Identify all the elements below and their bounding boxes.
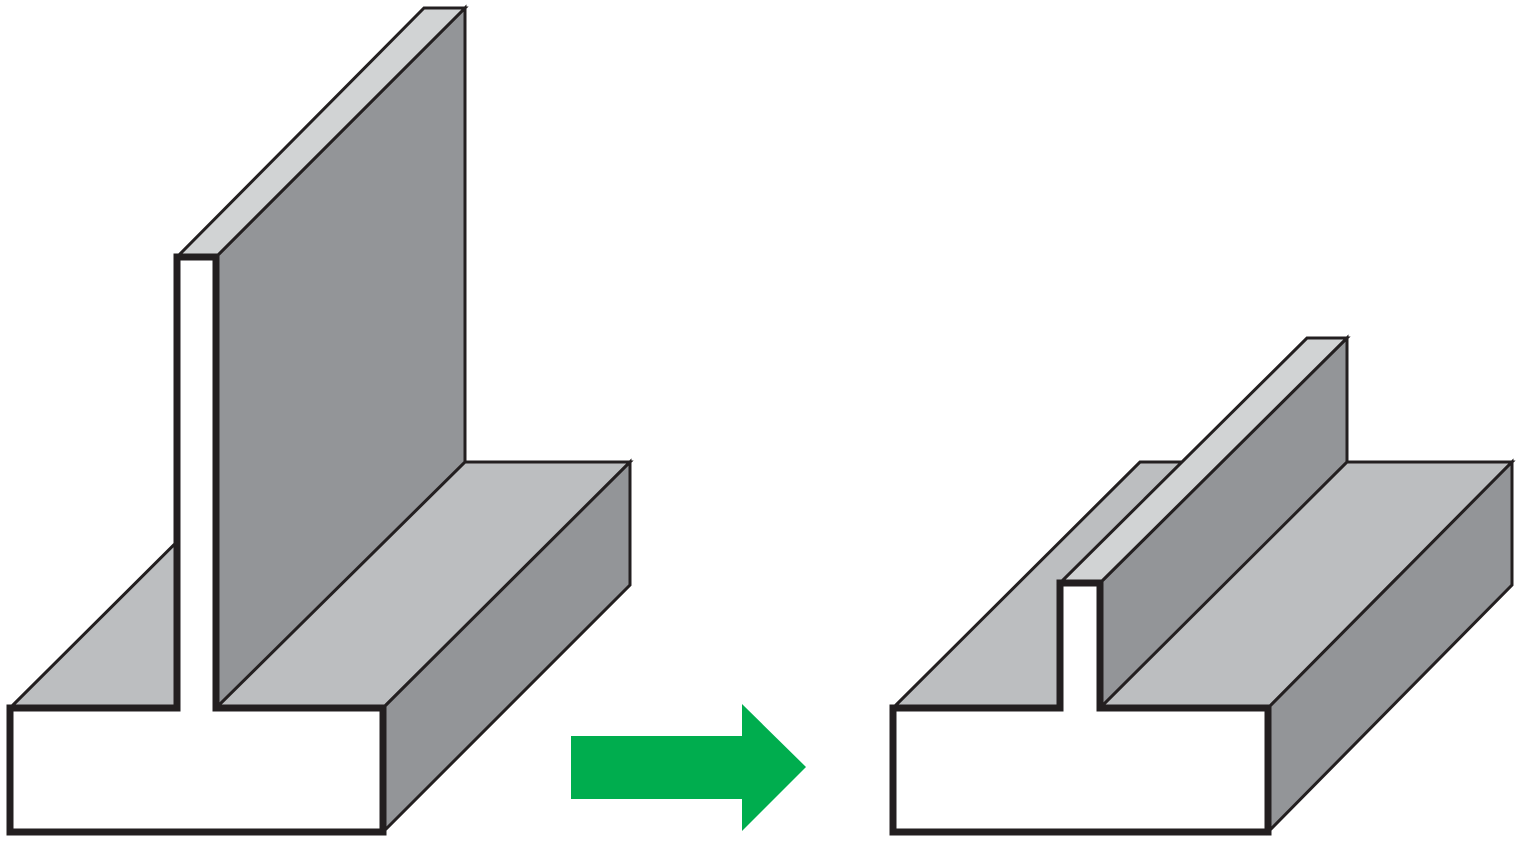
tall-t-block: [6, 4, 634, 836]
arrow-icon: [571, 704, 806, 831]
front-t-profile: [889, 579, 1272, 836]
front-t-profile: [6, 253, 387, 836]
short-t-block: [889, 334, 1516, 836]
arrow-shape: [571, 704, 806, 831]
